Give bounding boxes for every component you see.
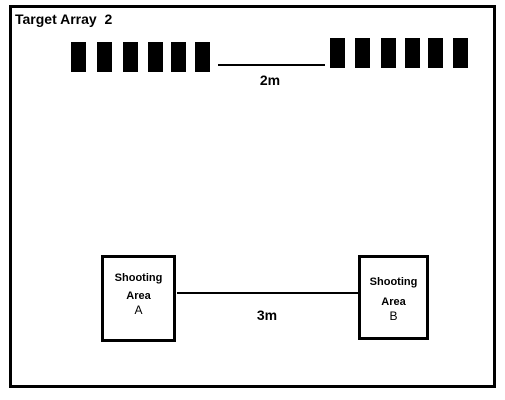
left-target-2 — [97, 42, 112, 72]
right-target-3 — [381, 38, 396, 68]
right-target-1 — [330, 38, 345, 68]
area-gap-label: 3m — [256, 307, 278, 323]
shooting-area-a-letter: A — [134, 303, 143, 317]
right-target-5 — [428, 38, 443, 68]
left-target-6 — [195, 42, 210, 72]
left-target-4 — [148, 42, 163, 72]
left-target-5 — [171, 42, 186, 72]
right-target-4 — [405, 38, 420, 68]
shooting-area-a: Shooting Area A — [101, 255, 176, 342]
shooting-area-b: Shooting Area B — [358, 255, 429, 340]
shooting-area-a-line1: Shooting — [114, 272, 163, 284]
target-gap-line — [218, 64, 325, 66]
target-gap-label: 2m — [259, 72, 281, 88]
diagram-frame — [9, 5, 496, 388]
shooting-area-a-line2: Area — [126, 290, 151, 302]
area-gap-line — [177, 292, 359, 294]
left-target-1 — [71, 42, 86, 72]
left-target-3 — [123, 42, 138, 72]
shooting-area-b-line2: Area — [381, 296, 406, 308]
shooting-area-b-line1: Shooting — [369, 276, 418, 288]
diagram-title: Target Array 2 — [15, 11, 113, 27]
right-target-2 — [355, 38, 370, 68]
shooting-area-b-letter: B — [389, 309, 398, 323]
right-target-6 — [453, 38, 468, 68]
